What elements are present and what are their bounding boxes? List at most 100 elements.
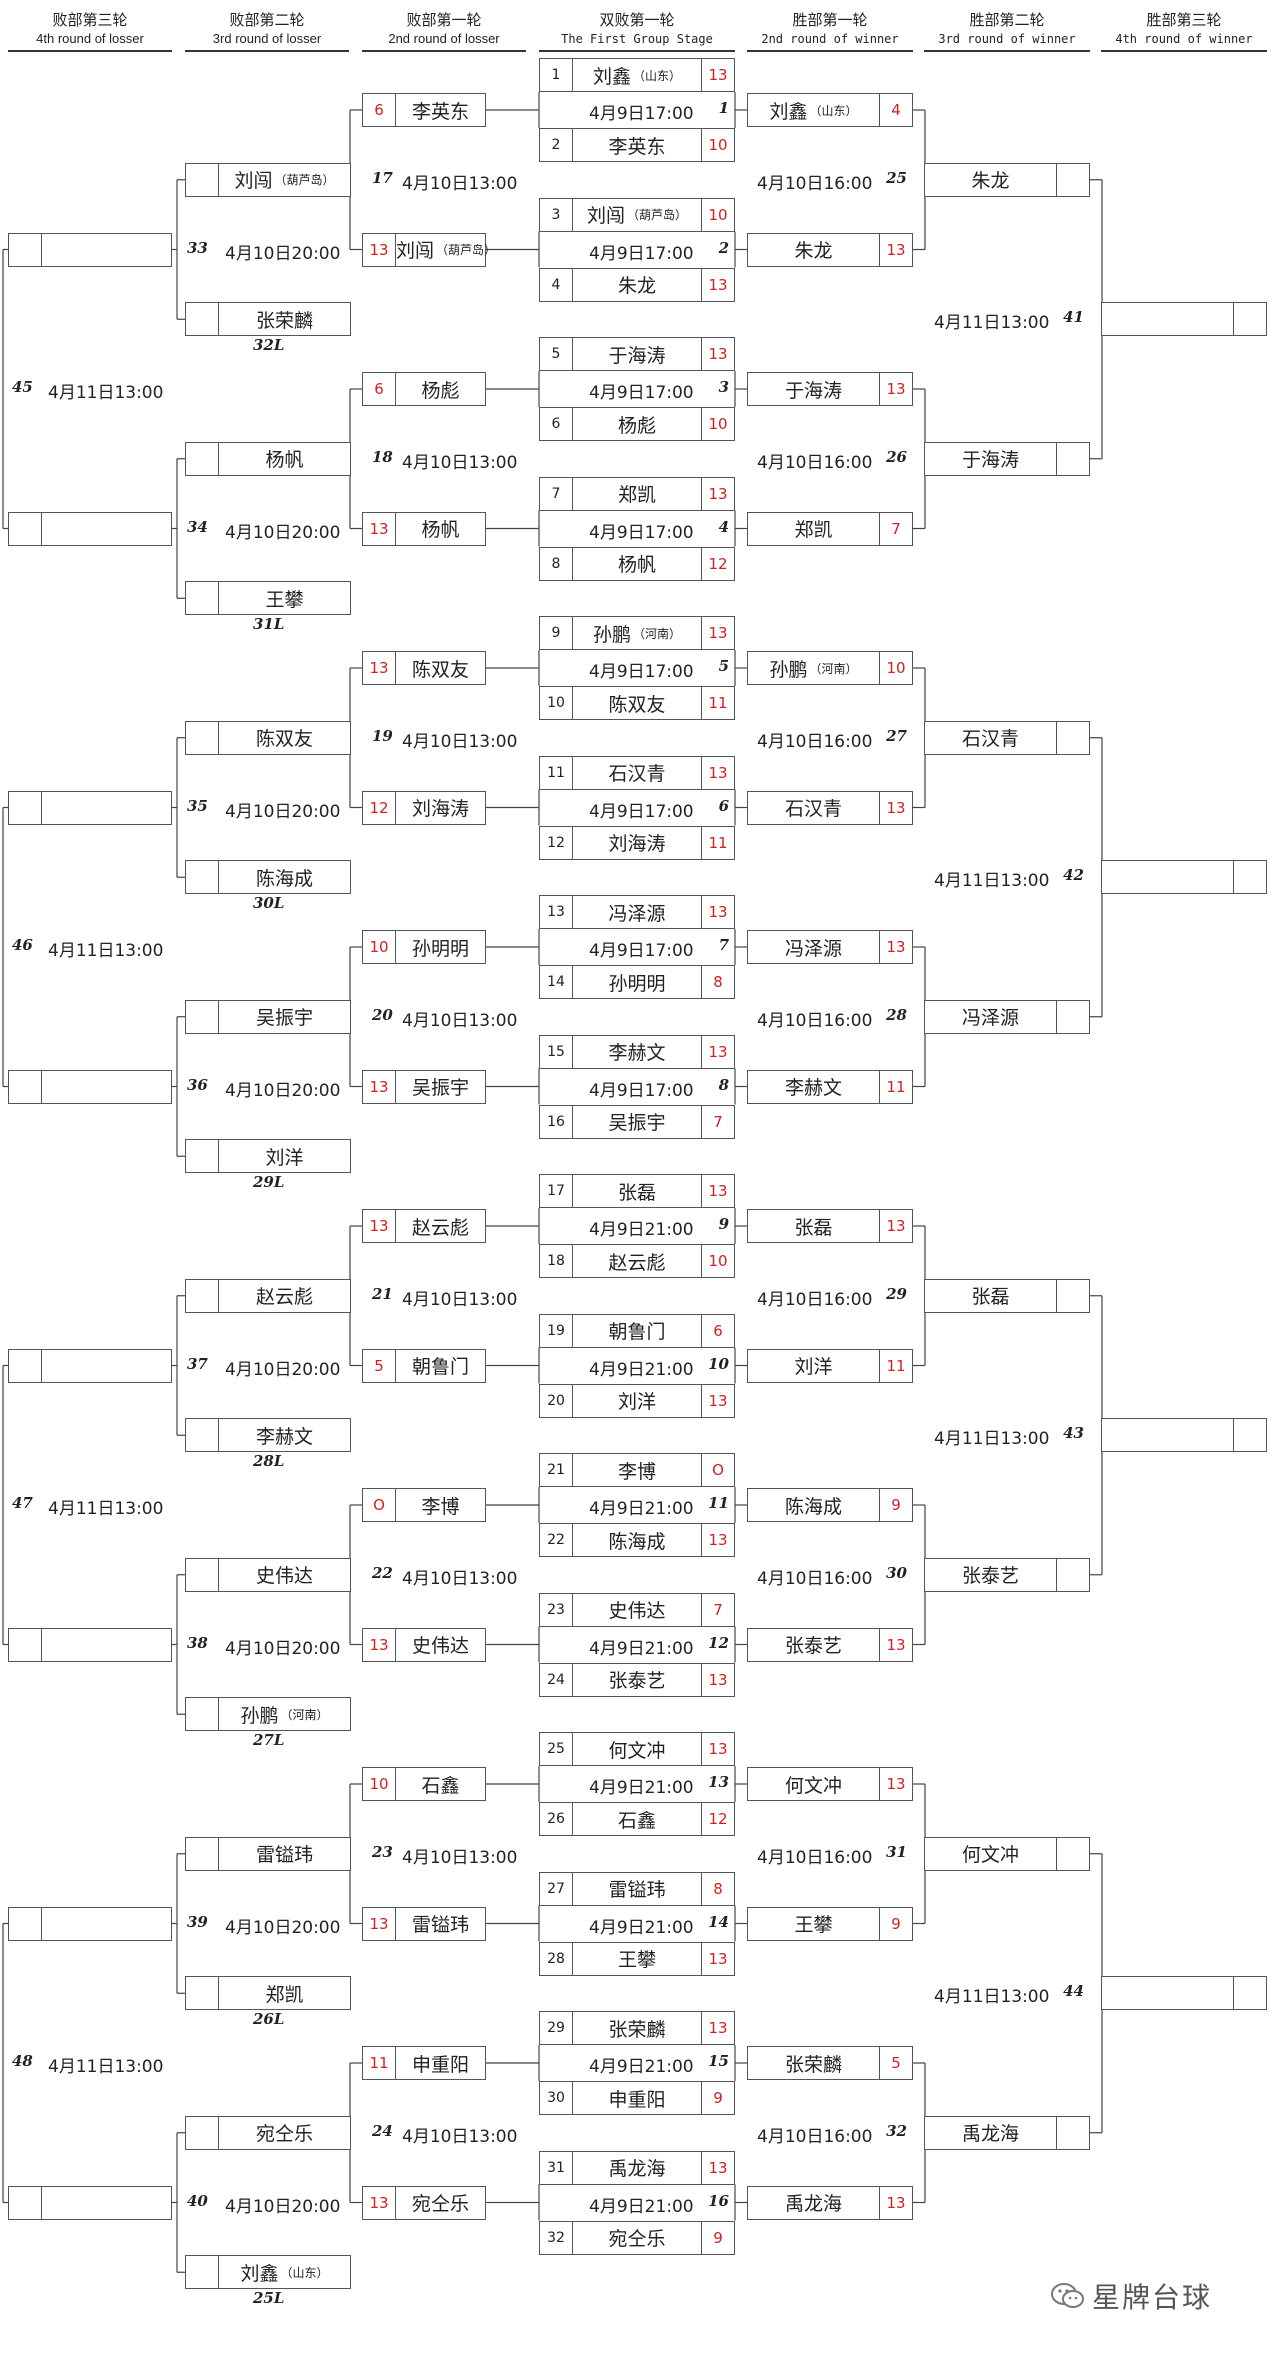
player-box[interactable]: 陈海成 (185, 860, 351, 895)
player-box[interactable]: 张荣麟 (185, 302, 351, 337)
player-box[interactable]: 刘鑫（山东） (185, 2255, 351, 2290)
player-box[interactable]: 李赫文 (185, 1418, 351, 1453)
player-box[interactable]: 于海涛 (924, 441, 1090, 476)
winner-final-box[interactable] (1101, 1976, 1267, 2011)
player-box[interactable]: 石汉青 (924, 720, 1090, 755)
player-box[interactable]: 宛仝乐 (185, 2115, 351, 2150)
player-box[interactable]: 郑凯 (185, 1976, 351, 2011)
player-box[interactable]: 张泰艺 (924, 1557, 1090, 1592)
player-box[interactable]: 刘闯（葫芦岛） (185, 162, 351, 197)
loser-r3-box[interactable] (8, 790, 172, 825)
loser-r3-box[interactable] (8, 2185, 172, 2220)
player-box[interactable]: 杨帆 (185, 441, 351, 476)
player-box[interactable]: 何文冲 (924, 1836, 1090, 1871)
winner-final-box[interactable] (1101, 302, 1267, 337)
player-box[interactable]: 刘洋 (185, 1139, 351, 1174)
loser-r3-box[interactable] (8, 1348, 172, 1383)
loser-r3-box[interactable] (8, 511, 172, 546)
player-box[interactable]: 雷镒玮 (185, 1836, 351, 1871)
loser-r3-box[interactable] (8, 1627, 172, 1662)
player-box[interactable]: 王攀 (185, 581, 351, 616)
player-box[interactable]: 朱龙 (924, 162, 1090, 197)
player-box[interactable]: 孙鹏（河南）10 (747, 651, 913, 685)
player-box[interactable]: 刘鑫（山东）4 (747, 93, 913, 127)
player-box[interactable]: 张磊 (924, 1278, 1090, 1313)
player-box[interactable]: 吴振宇 (185, 999, 351, 1034)
winner-final-box[interactable] (1101, 1418, 1267, 1453)
player-box[interactable]: 陈双友 (185, 720, 351, 755)
winner-final-box[interactable] (1101, 860, 1267, 895)
player-box[interactable]: 冯泽源 (924, 999, 1090, 1034)
player-box[interactable]: 孙鹏（河南） (185, 1697, 351, 1732)
loser-r3-box[interactable] (8, 232, 172, 267)
loser-r3-box[interactable] (8, 1069, 172, 1104)
player-box[interactable]: 禹龙海 (924, 2115, 1090, 2150)
player-box[interactable]: 赵云彪 (185, 1278, 351, 1313)
loser-r3-box[interactable] (8, 1906, 172, 1941)
player-box[interactable]: 史伟达 (185, 1557, 351, 1592)
